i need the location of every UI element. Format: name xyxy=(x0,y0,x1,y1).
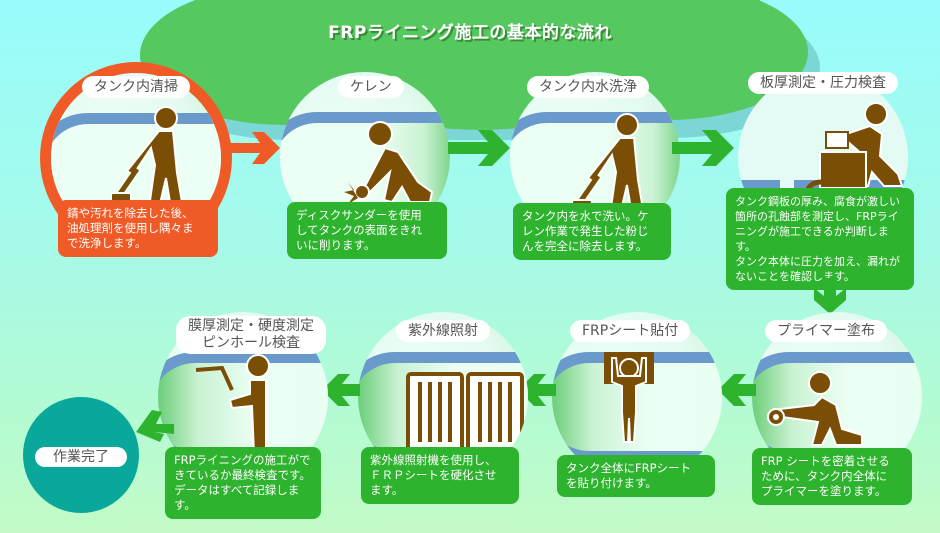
desc-line: FRP シートを密着させる xyxy=(761,454,890,468)
step-description: FRPライニングの施工がで きているか最終検査です。 データはすべて記録します。 xyxy=(165,447,321,519)
step-label: プライマー塗布 xyxy=(765,320,887,342)
worker-grinding-icon xyxy=(344,121,434,204)
arrow-right-icon xyxy=(230,132,280,164)
uv-lamp-panels-icon xyxy=(406,372,524,452)
arrow-right-icon xyxy=(672,130,734,166)
desc-line: ために、タンク内全体に xyxy=(761,469,888,483)
desc-line: タンク鋼板の厚み、腐食が激しい xyxy=(735,195,900,208)
step-description: タンク内を水で洗い。ケ レン作業で発生した粉じ んを完全に除去します。 xyxy=(513,203,671,260)
arrow-down-icon xyxy=(814,278,846,314)
desc-line: ＦＲＰシートを硬化させ xyxy=(370,468,497,482)
arrow-left-icon xyxy=(718,374,756,406)
step-description: タンク鋼板の厚み、腐食が激しい 箇所の孔蝕部を測定し、FRPライ ニングが施工で… xyxy=(726,188,914,290)
desc-line: タンク本体に圧力を加え、漏れが xyxy=(735,255,900,268)
step-description: FRP シートを密着させる ために、タンク内全体に プライマーを塗ります。 xyxy=(752,448,912,505)
step-label: ケレン xyxy=(338,76,404,98)
desc-line: 油処理剤を使用し隅々ま xyxy=(67,221,194,235)
desc-line: んを完全に除去します。 xyxy=(522,239,648,253)
desc-line: してタンクの表面をきれ xyxy=(296,223,423,237)
label-line: 膜厚測定・硬度測定 xyxy=(188,318,314,334)
step-description: タンク全体にFRPシート を貼り付けます。 xyxy=(557,455,715,497)
worker-rolling-icon xyxy=(767,371,863,446)
step-description: 錆や汚れを除去した後、 油処理剤を使用し隅々ま で洗浄します。 xyxy=(58,200,218,257)
label-line: ピンホール検査 xyxy=(202,335,300,351)
desc-line: きているか最終検査です。 xyxy=(174,468,311,482)
desc-line: ディスクサンダーを使用 xyxy=(296,208,422,222)
desc-line: プライマーを塗ります。 xyxy=(761,484,887,498)
desc-line: タンク内を水で洗い。ケ xyxy=(522,209,649,223)
desc-line: を貼り付けます。 xyxy=(566,476,657,490)
desc-line: いに削ります。 xyxy=(296,238,376,252)
done-label: 作業完了 xyxy=(35,447,127,467)
arrow-right-icon xyxy=(448,130,510,166)
step-label: 膜厚測定・硬度測定 ピンホール検査 xyxy=(176,316,326,354)
step-description: ディスクサンダーを使用 してタンクの表面をきれ いに削ります。 xyxy=(287,202,447,259)
desc-line: 錆や汚れを除去した後、 xyxy=(67,206,194,220)
worker-attaching-sheet-icon xyxy=(604,352,654,443)
step-label: タンク内水洗浄 xyxy=(527,76,649,98)
step-label: タンク内清掃 xyxy=(82,76,190,98)
desc-line: タンク全体にFRPシート xyxy=(566,461,692,475)
page-title: FRPライニング施工の基本的な流れ xyxy=(328,23,612,43)
worker-measuring-icon xyxy=(803,102,904,204)
step-label: 紫外線照射 xyxy=(396,320,490,342)
desc-line: FRPライニングの施工がで xyxy=(174,453,311,467)
arrow-down-left-icon xyxy=(136,410,174,442)
desc-line: 箇所の孔蝕部を測定し、FRPライ xyxy=(735,210,899,223)
step-label: FRPシート貼付 xyxy=(570,320,691,342)
worker-brushing-icon xyxy=(111,106,185,209)
desc-line: ニングが施工できるか判断します。 xyxy=(735,225,889,253)
desc-line: データはすべて記録します。 xyxy=(174,483,300,512)
worker-inspecting-icon xyxy=(195,354,270,455)
step-label: 板厚測定・圧力検査 xyxy=(748,72,898,94)
desc-line: で洗浄します。 xyxy=(67,236,147,250)
step-description: 紫外線照射機を使用し、 ＦＲＰシートを硬化させ ます。 xyxy=(361,447,519,504)
desc-line: ます。 xyxy=(370,483,404,497)
desc-line: 紫外線照射機を使用し、 xyxy=(370,453,497,467)
arrow-left-icon xyxy=(322,374,360,406)
desc-line: レン作業で発生した粉じ xyxy=(522,224,649,238)
